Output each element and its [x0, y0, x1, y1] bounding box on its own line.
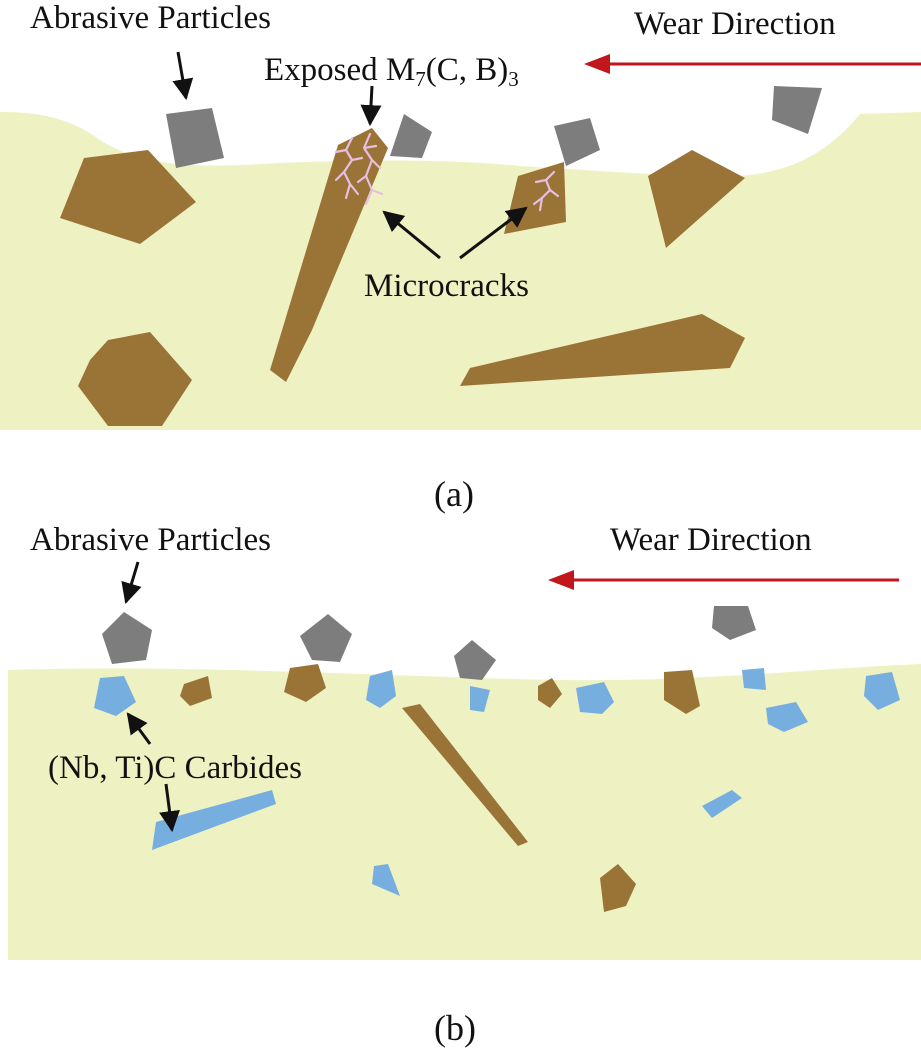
microcrack — [334, 136, 364, 200]
abrasive-particle — [712, 606, 756, 640]
abrasive-particle — [166, 108, 224, 168]
nbti-carbide — [766, 702, 808, 732]
exposed-pointer-arrow — [360, 85, 382, 127]
wear-direction-label: Wear Direction — [634, 6, 836, 42]
abrasive-particle — [390, 114, 432, 158]
carbide-pointer-arrow — [159, 783, 180, 833]
abrasive-particle — [772, 86, 822, 134]
panel-b-matrix — [8, 664, 921, 960]
panel-b-caption: (b) — [434, 1008, 476, 1048]
m7cb3-carbide — [460, 314, 745, 386]
microcrack — [532, 170, 560, 212]
nbti-carbide — [864, 672, 900, 710]
carbide-pointer-arrow — [126, 712, 152, 745]
nbti-carbide — [742, 668, 766, 690]
nbti-carbide — [372, 864, 400, 896]
wear-direction-label: Wear Direction — [610, 522, 812, 558]
abrasive-particle — [454, 640, 496, 680]
microcrack — [356, 132, 384, 206]
abrasive-pointer-arrow — [121, 561, 142, 605]
m7cb3-carbide — [78, 332, 192, 426]
nbti-carbide — [94, 676, 136, 716]
panel-a-caption: (a) — [434, 474, 474, 514]
m7cb3-carbide — [284, 664, 326, 702]
abrasive-pointer-arrow — [172, 51, 194, 101]
m7cb3-carbide — [648, 150, 745, 248]
m7cb3-carbide — [600, 864, 636, 912]
m7cb3-carbide — [180, 676, 212, 706]
abrasive-particle — [102, 612, 152, 664]
nbti-carbide — [470, 686, 490, 712]
wear-direction-arrowhead — [548, 570, 574, 590]
exposed-carbide-label: Exposed M7(C, B)3 — [264, 52, 519, 91]
abrasive-particles-label: Abrasive Particles — [30, 0, 271, 36]
nbti-carbide — [152, 790, 276, 850]
m7cb3-carbide — [402, 704, 528, 846]
microcracks-label: Microcracks — [364, 268, 529, 304]
abrasive-particles-label: Abrasive Particles — [30, 522, 271, 558]
nbti-carbide — [366, 670, 396, 708]
nbti-carbides-label: (Nb, Ti)C Carbides — [48, 750, 302, 786]
wear-direction-arrowhead — [584, 54, 610, 74]
panel-a: Abrasive Particles Wear Direction Expose… — [0, 0, 921, 514]
m7cb3-carbide — [664, 670, 700, 714]
nbti-carbide — [576, 682, 614, 714]
abrasive-particle — [554, 118, 600, 166]
abrasive-particle — [300, 614, 352, 662]
nbti-carbide — [702, 790, 742, 818]
m7cb3-carbide — [270, 128, 388, 382]
microcrack-pointer-arrow — [382, 210, 441, 260]
microcrack-pointer-arrow — [459, 206, 528, 260]
m7cb3-carbide — [538, 678, 562, 708]
panel-b: Abrasive Particles Wear Direction (Nb, T… — [8, 522, 921, 1048]
m7cb3-carbide — [60, 150, 196, 244]
